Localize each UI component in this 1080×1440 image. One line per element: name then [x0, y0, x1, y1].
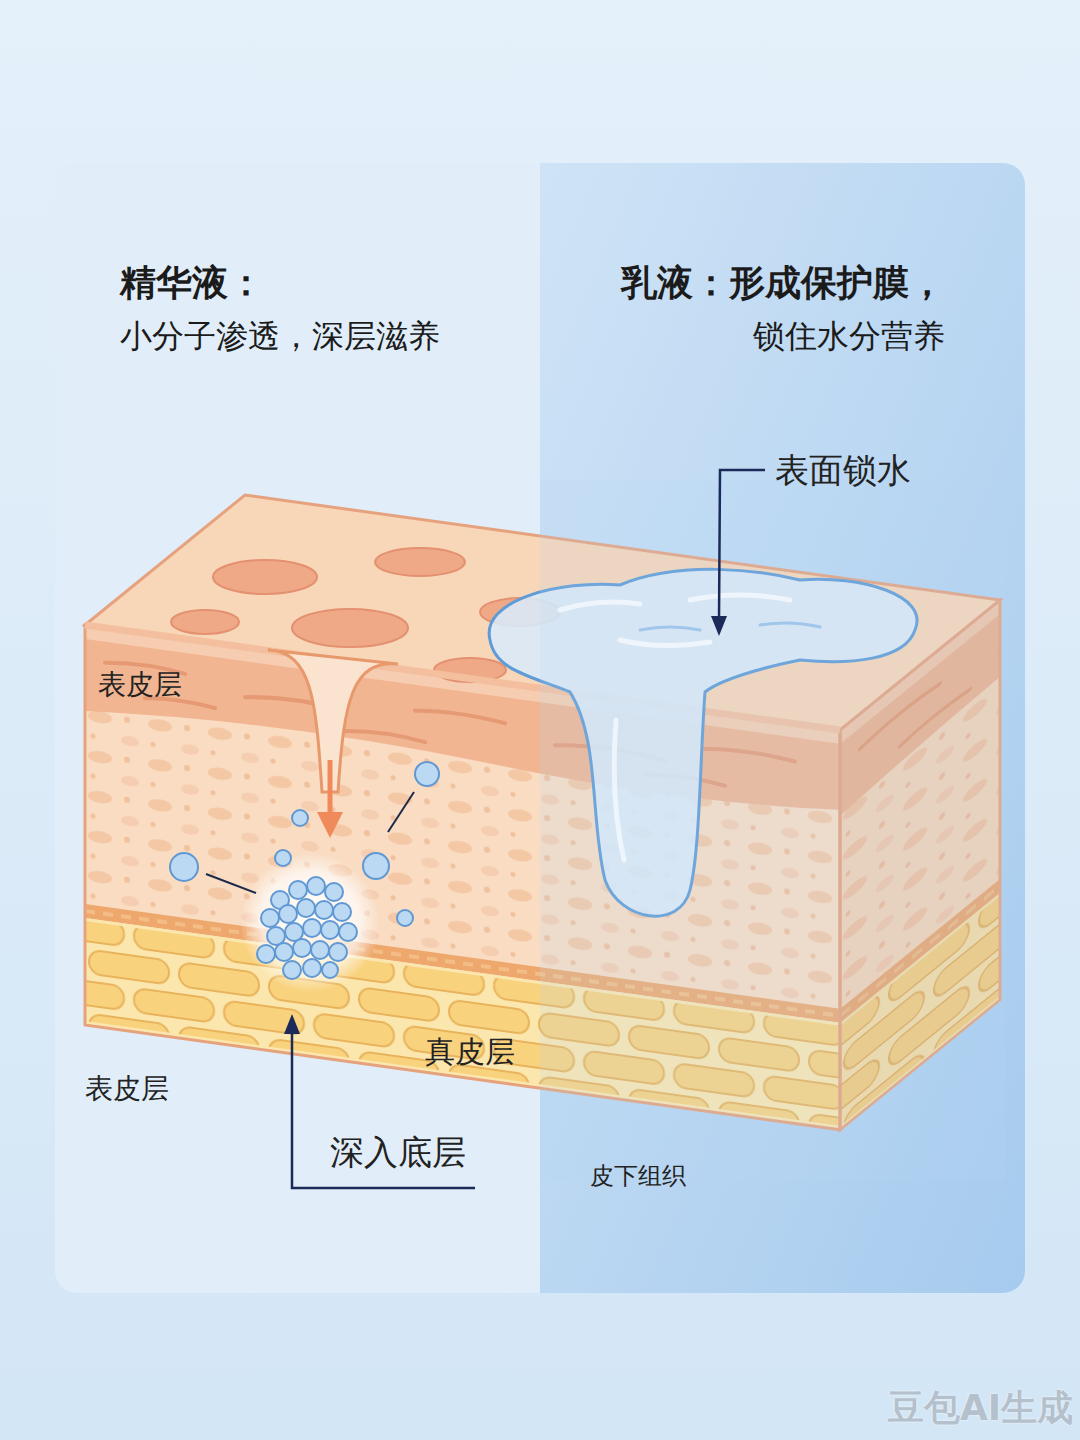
layer-label: 真皮层 [425, 1034, 515, 1070]
panel-body: 锁住水分营养 [753, 317, 945, 355]
panel-body: 小分子渗透，深层滋养 [120, 317, 440, 355]
layer-label: 表皮层 [98, 668, 182, 702]
callout-label: 表面锁水 [775, 450, 911, 491]
panel-heading: 乳液：形成保护膜， [621, 261, 945, 304]
layer-label: 皮下组织 [590, 1162, 686, 1191]
watermark: 豆包AI生成 [888, 1386, 1073, 1429]
text-panel: 精华液： 小分子渗透，深层滋养 [55, 163, 540, 1293]
callout-label: 深入底层 [330, 1132, 466, 1173]
text-panel: 乳液：形成保护膜， 锁住水分营养 [540, 163, 1025, 1293]
panel-heading: 精华液： [120, 261, 264, 304]
layer-label: 表皮层 [85, 1072, 169, 1106]
